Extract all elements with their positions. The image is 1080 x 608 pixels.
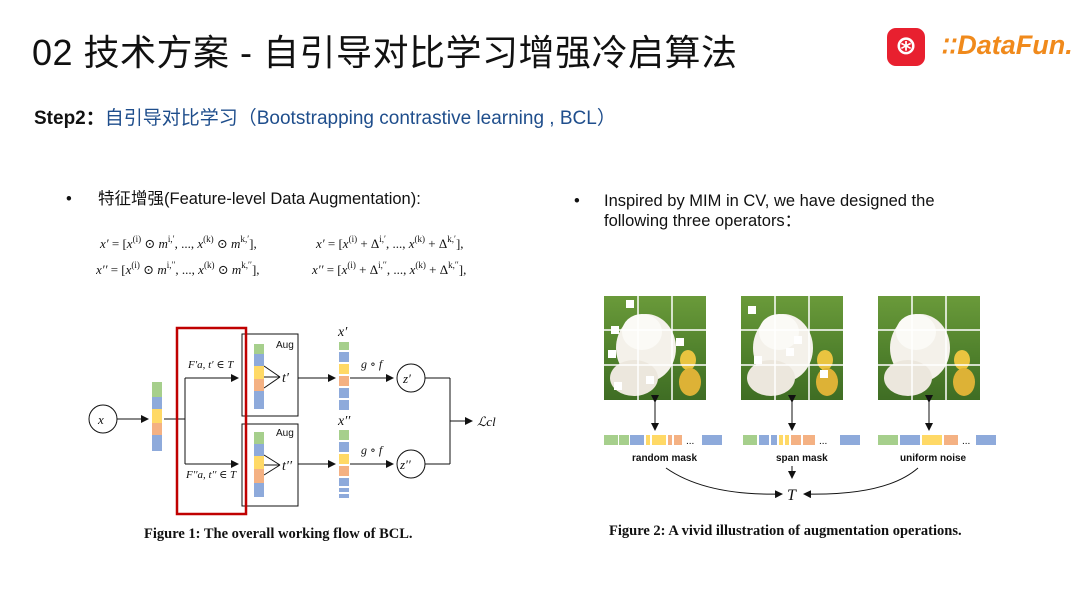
aug-box-bottom [241,423,299,507]
z-double-prime-label: z′′ [399,457,411,472]
token-bar-span-mask: ... [743,435,860,447]
figure-1-caption: Figure 1: The overall working flow of BC… [144,526,413,542]
right-bullet-line-1: Inspired by MIM in CV, we have designed … [604,192,935,210]
panel-uniform-noise [878,296,980,400]
svg-text:...: ... [962,436,970,447]
figure-2-caption: Figure 2: A vivid illustration of augmen… [609,523,962,539]
aug-box-top [241,333,299,417]
t-bottom-label: t′′ [282,459,293,474]
label-span-mask: span mask [776,453,828,464]
feature-column-x-prime [339,342,349,410]
left-bullet-text: 特征增强(Feature-level Data Augmentation): [98,190,421,208]
datafun-logo: ⁚⁚DataFun. [942,30,1073,61]
loss-label: ℒcl [477,414,496,429]
netease-glyph: ⊛ [895,30,917,60]
feature-column-x-double-prime [339,430,349,498]
aug-top-label: Aug [276,340,294,351]
bullet-dot-icon: • [66,190,72,208]
figure-1-diagram: x F′a, t′ ∈ T F′′a, t′′ ∈ T t′ t′′ x′ x′… [88,325,496,516]
g-bottom-label: g ∘ f [361,443,384,457]
netease-logo-icon: ⊛ [887,28,925,66]
feature-column-aug-bottom [254,432,264,497]
input-label: x [97,412,104,427]
right-bullet-line-2: following three operators： [604,212,802,230]
datafun-logo-text: DataFun. [957,30,1073,60]
step-heading: Step2：自引导对比学习（Bootstrapping contrastive … [34,103,616,130]
token-bar-uniform-noise: ... [878,435,996,447]
feature-column-aug-top [254,344,264,409]
svg-text:...: ... [819,436,827,447]
formula-row-2-left: x′′ = [x(i) ⊙ mi,′′, ..., x(k) ⊙ mk,′′], [96,260,260,277]
label-random-mask: random mask [632,453,697,464]
aug-bottom-label: Aug [276,428,294,439]
panel-span-mask [741,296,843,400]
page-title: 02 技术方案 - 自引导对比学习增强冷启算法 [32,32,738,73]
formula-block: x′ = [x(i) ⊙ mi,′, ..., x(k) ⊙ mk,′], x′… [96,234,466,277]
formula-row-1-left: x′ = [x(i) ⊙ mi,′, ..., x(k) ⊙ mk,′], [99,234,257,251]
feature-column-input [152,382,162,451]
z-prime-label: z′ [402,371,411,386]
t-top-label: t′ [282,371,290,386]
bullet-dot-icon: • [574,192,580,210]
x-double-prime-label: x′′ [337,414,351,429]
step-label: Step2： [34,108,105,129]
svg-text:...: ... [686,436,694,447]
token-bar-random-mask: ... [604,435,722,447]
formula-row-2-right: x′′ = [x(i) + Δi,′′, ..., x(k) + Δk,′′], [311,260,466,277]
formula-row-1-right: x′ = [x(i) + Δi,′, ..., x(k) + Δk,′], [315,234,464,251]
z-prime-node [396,363,426,393]
x-prime-label: x′ [337,325,348,340]
figure-2-diagram: ... ... ... random mask span mask unifor… [604,296,996,504]
f-top-label: F′a, t′ ∈ T [187,359,234,371]
label-uniform-noise: uniform noise [900,453,967,464]
f-bottom-label: F′′a, t′′ ∈ T [185,469,237,481]
g-top-label: g ∘ f [361,357,384,371]
panel-random-mask [604,296,706,400]
operator-label: T [787,487,797,504]
highlight-box [175,326,248,516]
step-text: 自引导对比学习（Bootstrapping contrastive learni… [104,108,616,129]
datafun-dots-icon: ⁚⁚ [942,36,958,59]
